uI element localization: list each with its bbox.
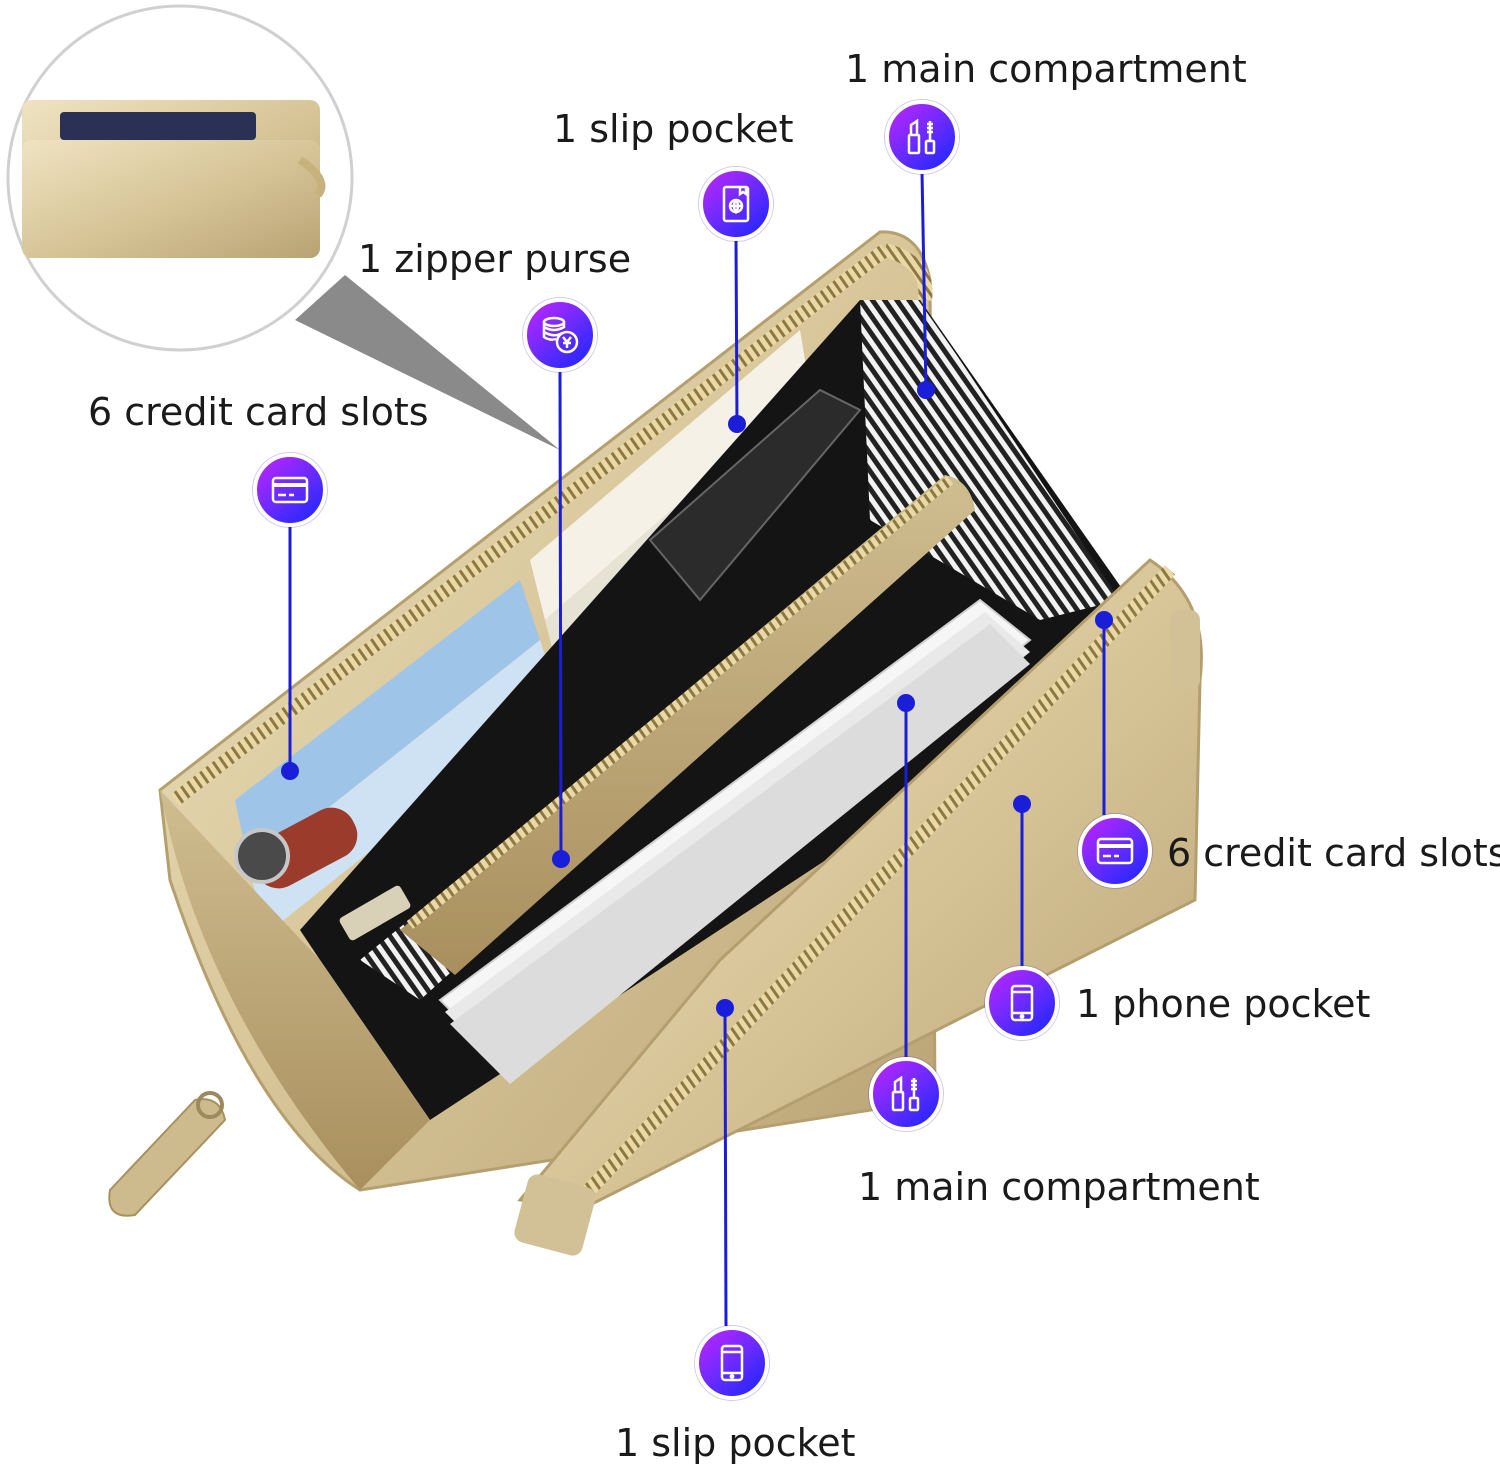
lipstick-mascara-icon <box>891 1075 920 1112</box>
wallet-closed-thumbnail <box>22 100 326 258</box>
label-zipper-purse: 1 zipper purse <box>358 237 632 281</box>
label-slip-pocket-bottom: 1 slip pocket <box>615 1421 856 1465</box>
badge-slip-pocket-top <box>699 167 773 241</box>
phone-in-pocket <box>648 388 862 602</box>
badge-card-slots-right <box>1078 814 1152 888</box>
credit-card-icon <box>271 476 309 504</box>
badge-main-compartment-bottom <box>869 1057 943 1131</box>
badge-card-slots-left <box>253 453 327 527</box>
label-main-compartment-bottom: 1 main compartment <box>858 1165 1260 1209</box>
label-phone-pocket: 1 phone pocket <box>1076 982 1371 1026</box>
magnifier-pointer <box>295 275 560 450</box>
badge-main-compartment-top <box>885 100 959 174</box>
label-card-slots-right: 6 credit card slots <box>1167 831 1500 875</box>
phone-icon <box>1010 984 1034 1022</box>
cash-stack <box>438 598 1032 1084</box>
label-card-slots-left: 6 credit card slots <box>88 390 429 434</box>
label-main-compartment-top: 1 main compartment <box>845 47 1247 91</box>
coins-icon <box>542 316 579 354</box>
credit-card-icon <box>1096 837 1134 865</box>
lipstick <box>234 807 358 889</box>
label-slip-pocket-top: 1 slip pocket <box>553 107 794 151</box>
badge-slip-pocket-bottom <box>695 1326 769 1400</box>
wallet-body <box>108 230 1203 1256</box>
passport-icon <box>722 185 750 223</box>
badge-phone-pocket <box>985 966 1059 1040</box>
lipstick-mascara-icon <box>907 118 936 155</box>
phone-icon <box>720 1344 744 1382</box>
badge-zipper-purse <box>523 298 597 372</box>
zipper-purse <box>339 475 975 975</box>
leader-lines <box>281 171 1113 1327</box>
